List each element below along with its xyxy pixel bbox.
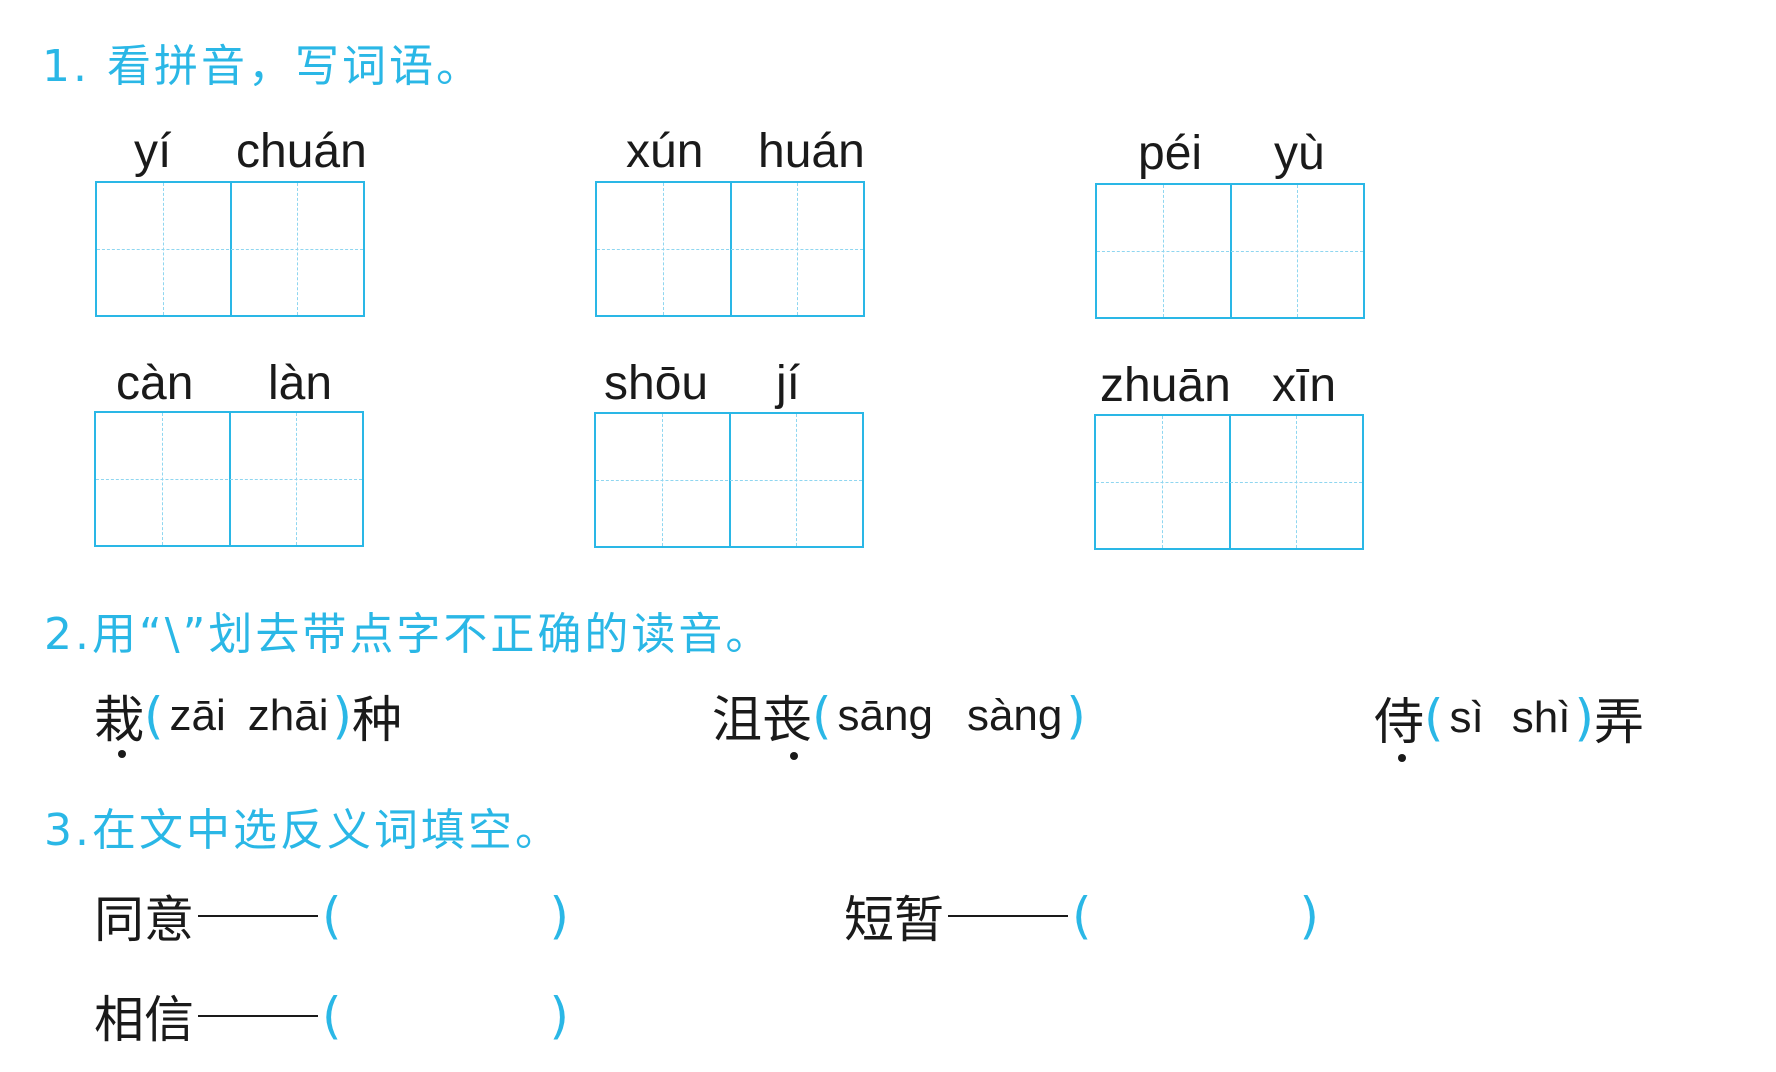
pinyin-4a: càn	[116, 357, 194, 410]
reading-option[interactable]: sì	[1449, 693, 1484, 742]
pinyin-3a: péi	[1138, 127, 1203, 180]
pinyin-5b: jí	[776, 357, 800, 410]
writing-grid-6[interactable]	[1094, 414, 1364, 550]
pinyin-2b: huán	[758, 125, 865, 178]
dash-line	[198, 915, 318, 917]
reading-option[interactable]: sàng	[966, 691, 1063, 740]
pinyin-1b: chuán	[236, 125, 367, 178]
reading-option[interactable]: zāi	[169, 691, 226, 740]
q3-heading: 3.在文中选反义词填空。	[44, 805, 562, 856]
pinyin-3b: yù	[1274, 127, 1325, 180]
writing-grid-5[interactable]	[594, 412, 864, 548]
pinyin-6b: xīn	[1272, 359, 1337, 412]
writing-grid-4[interactable]	[94, 411, 364, 547]
antonym-item-1: 同意 ( )	[94, 880, 569, 952]
pinyin-5a: shōu	[604, 357, 709, 410]
reading-option[interactable]: sāng	[837, 691, 933, 740]
pronunciation-item-1: 栽 ( zāi zhāi ) 种	[94, 680, 402, 752]
antonym-word: 相信	[94, 991, 194, 1049]
antonym-word: 短暂	[844, 891, 944, 949]
writing-grid-2[interactable]	[595, 181, 865, 317]
emphasis-dot	[1398, 754, 1406, 762]
writing-grid-1[interactable]	[95, 181, 365, 317]
reading-option[interactable]: zhāi	[247, 691, 329, 740]
dash-line	[198, 1015, 318, 1017]
writing-grid-3[interactable]	[1095, 183, 1365, 319]
antonym-item-2: 短暂 ( )	[844, 880, 1319, 952]
q1-heading: 1. 看拼音，写词语。	[42, 41, 483, 92]
emphasis-dot	[790, 752, 798, 760]
pronunciation-item-3: 侍 ( sì shì ) 弄	[1374, 682, 1644, 754]
pinyin-1a: yí	[134, 125, 172, 178]
antonym-word: 同意	[94, 891, 194, 949]
pronunciation-item-2: 沮丧 ( sāng sàng )	[712, 680, 1086, 752]
reading-option[interactable]: shì	[1511, 693, 1571, 742]
antonym-item-3: 相信 ( )	[94, 980, 569, 1052]
pinyin-6a: zhuān	[1100, 359, 1231, 412]
pinyin-2a: xún	[626, 125, 704, 178]
dotted-char: 沮丧	[712, 691, 812, 749]
dotted-char: 栽	[94, 691, 144, 749]
emphasis-dot	[118, 750, 126, 758]
pinyin-4b: làn	[268, 357, 333, 410]
q2-heading: 2.用“\”划去带点字不正确的读音。	[44, 609, 773, 660]
dotted-char: 侍	[1374, 693, 1424, 751]
dash-line	[948, 915, 1068, 917]
